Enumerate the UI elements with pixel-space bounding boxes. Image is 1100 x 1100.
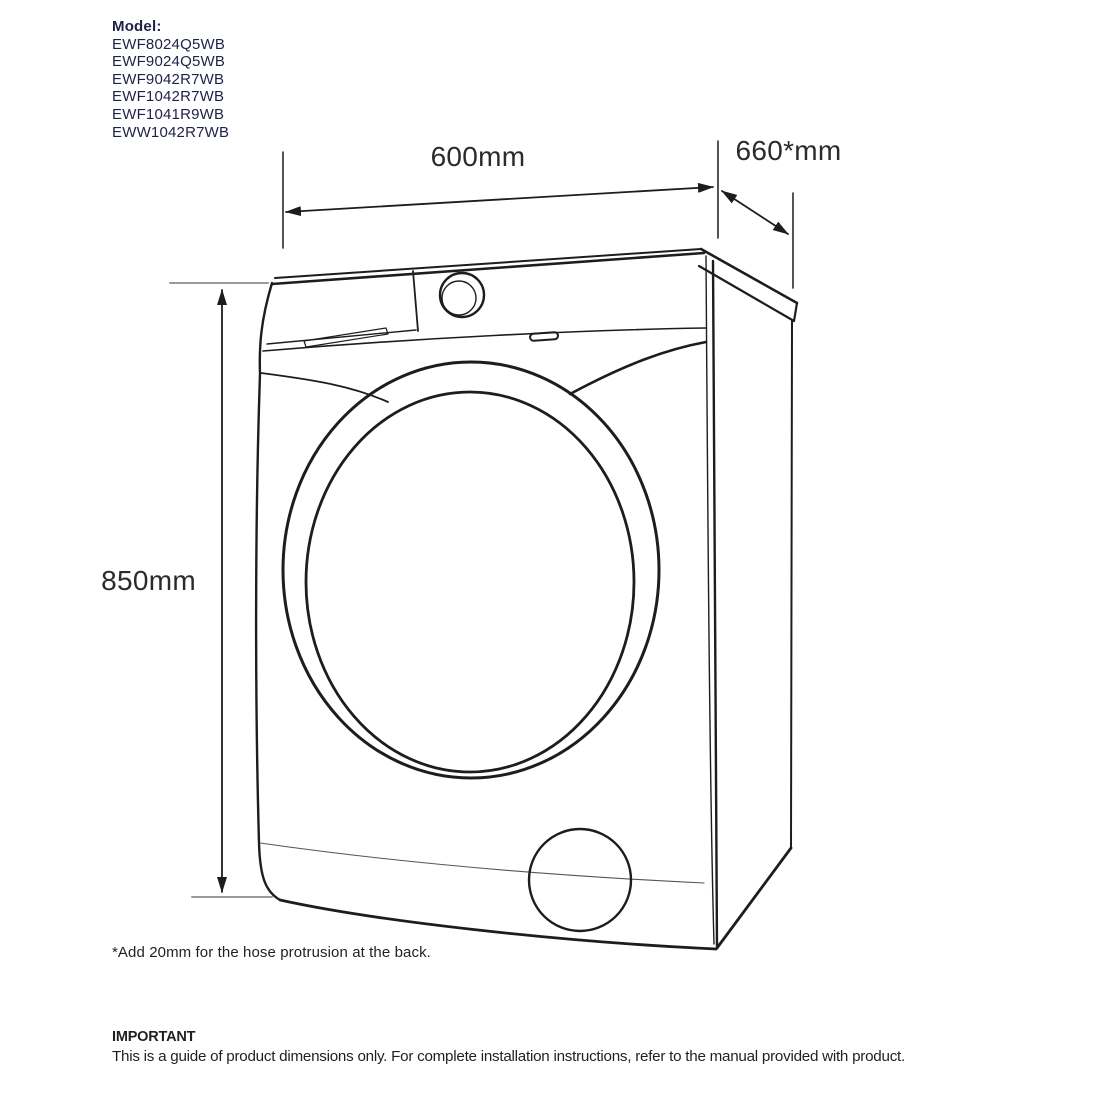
pump-filter-cap: [527, 827, 633, 933]
model-number: EWF1042R7WB: [112, 88, 225, 106]
detergent-drawer-handle: [303, 327, 389, 348]
model-list: Model: EWF8024Q5WB EWF9024Q5WB EWF9042R7…: [112, 18, 229, 141]
important-heading: IMPORTANT: [112, 1029, 196, 1045]
depth-arrow: [721, 190, 789, 235]
width-arrow: [285, 182, 714, 217]
model-number: EWF8024Q5WB: [112, 35, 226, 53]
width-dimension-label: 600mm: [430, 141, 526, 172]
depth-dimension-label: 660*mm: [735, 135, 842, 166]
hose-protrusion-footnote: *Add 20mm for the hose protrusion at the…: [112, 944, 431, 961]
porthole-door: [281, 360, 661, 780]
model-number: EWW1042R7WB: [112, 123, 230, 141]
important-body: This is a guide of product dimensions on…: [112, 1048, 905, 1065]
door-handle-slot: [529, 331, 560, 342]
model-number: EWF9024Q5WB: [112, 53, 226, 71]
program-dial: [438, 271, 486, 319]
machine-outline: [254, 247, 799, 951]
height-dimension-label: 850mm: [101, 565, 196, 596]
model-number: EWF9042R7WB: [112, 70, 225, 88]
model-list-heading: Model:: [112, 18, 162, 35]
dimension-arrows: [169, 140, 794, 898]
model-number: EWF1041R9WB: [112, 105, 225, 123]
